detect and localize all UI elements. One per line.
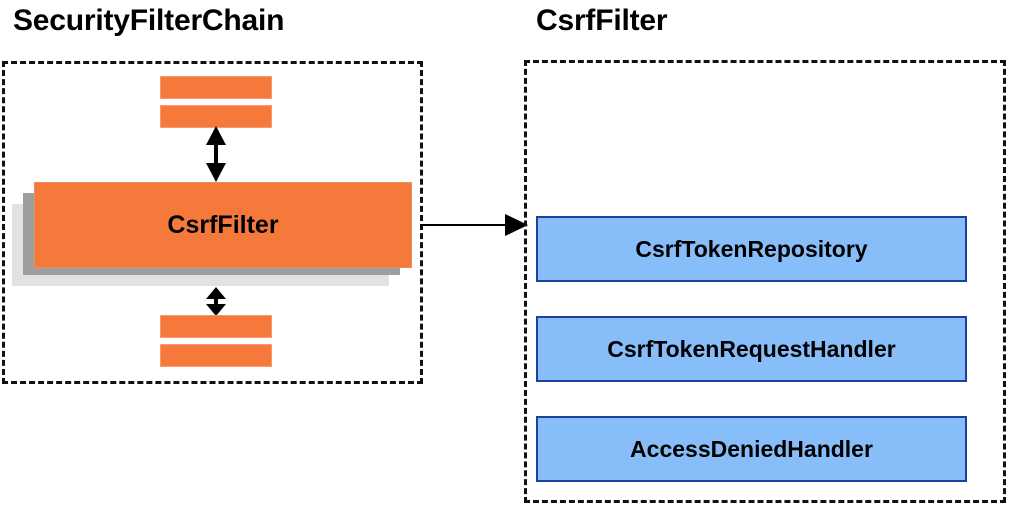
security-filter-chain-container	[2, 61, 423, 384]
component-box-label: CsrfTokenRequestHandler	[607, 335, 896, 362]
arrow-lower-double-vertical	[205, 287, 227, 316]
component-box-shadow-far	[536, 292, 962, 354]
filter-stub-bar-top-1	[160, 76, 272, 99]
component-box-label: CsrfTokenRepository	[635, 235, 868, 262]
filter-stub-bar-bottom-2	[160, 344, 272, 367]
filter-stub-bar-top-2	[160, 105, 272, 128]
arrow-upper-double-vertical	[205, 126, 227, 182]
left-panel-title: SecurityFilterChain	[13, 4, 285, 37]
component-box-csrf-token-request-handler: CsrfTokenRequestHandler	[536, 192, 986, 382]
filter-stub-bar-bottom-1	[160, 315, 272, 338]
connector-arrow-icon	[420, 212, 530, 238]
component-box-label: AccessDeniedHandler	[630, 435, 873, 462]
component-box-shadow-far	[536, 192, 962, 254]
component-box-request-matcher: RequestMatcher	[536, 392, 986, 476]
component-box-csrf-token-repository: CsrfTokenRepository	[536, 92, 986, 282]
csrf-filter-box-label: CsrfFilter	[167, 210, 279, 239]
component-box-shadow-near	[536, 454, 962, 505]
component-box-face: AccessDeniedHandler	[536, 416, 967, 482]
right-panel-title: CsrfFilter	[536, 4, 668, 37]
component-box-face: CsrfTokenRequestHandler	[536, 316, 967, 382]
component-box-shadow-far	[536, 392, 962, 454]
component-box-face: CsrfTokenRepository	[536, 216, 967, 282]
csrf-filter-box: CsrfFilter	[12, 182, 412, 286]
csrf-filter-box-face: CsrfFilter	[34, 182, 412, 268]
component-box-shadow-far	[536, 92, 962, 154]
csrf-filter-container	[524, 60, 1006, 503]
component-box-access-denied-handler: AccessDeniedHandler	[536, 292, 986, 482]
